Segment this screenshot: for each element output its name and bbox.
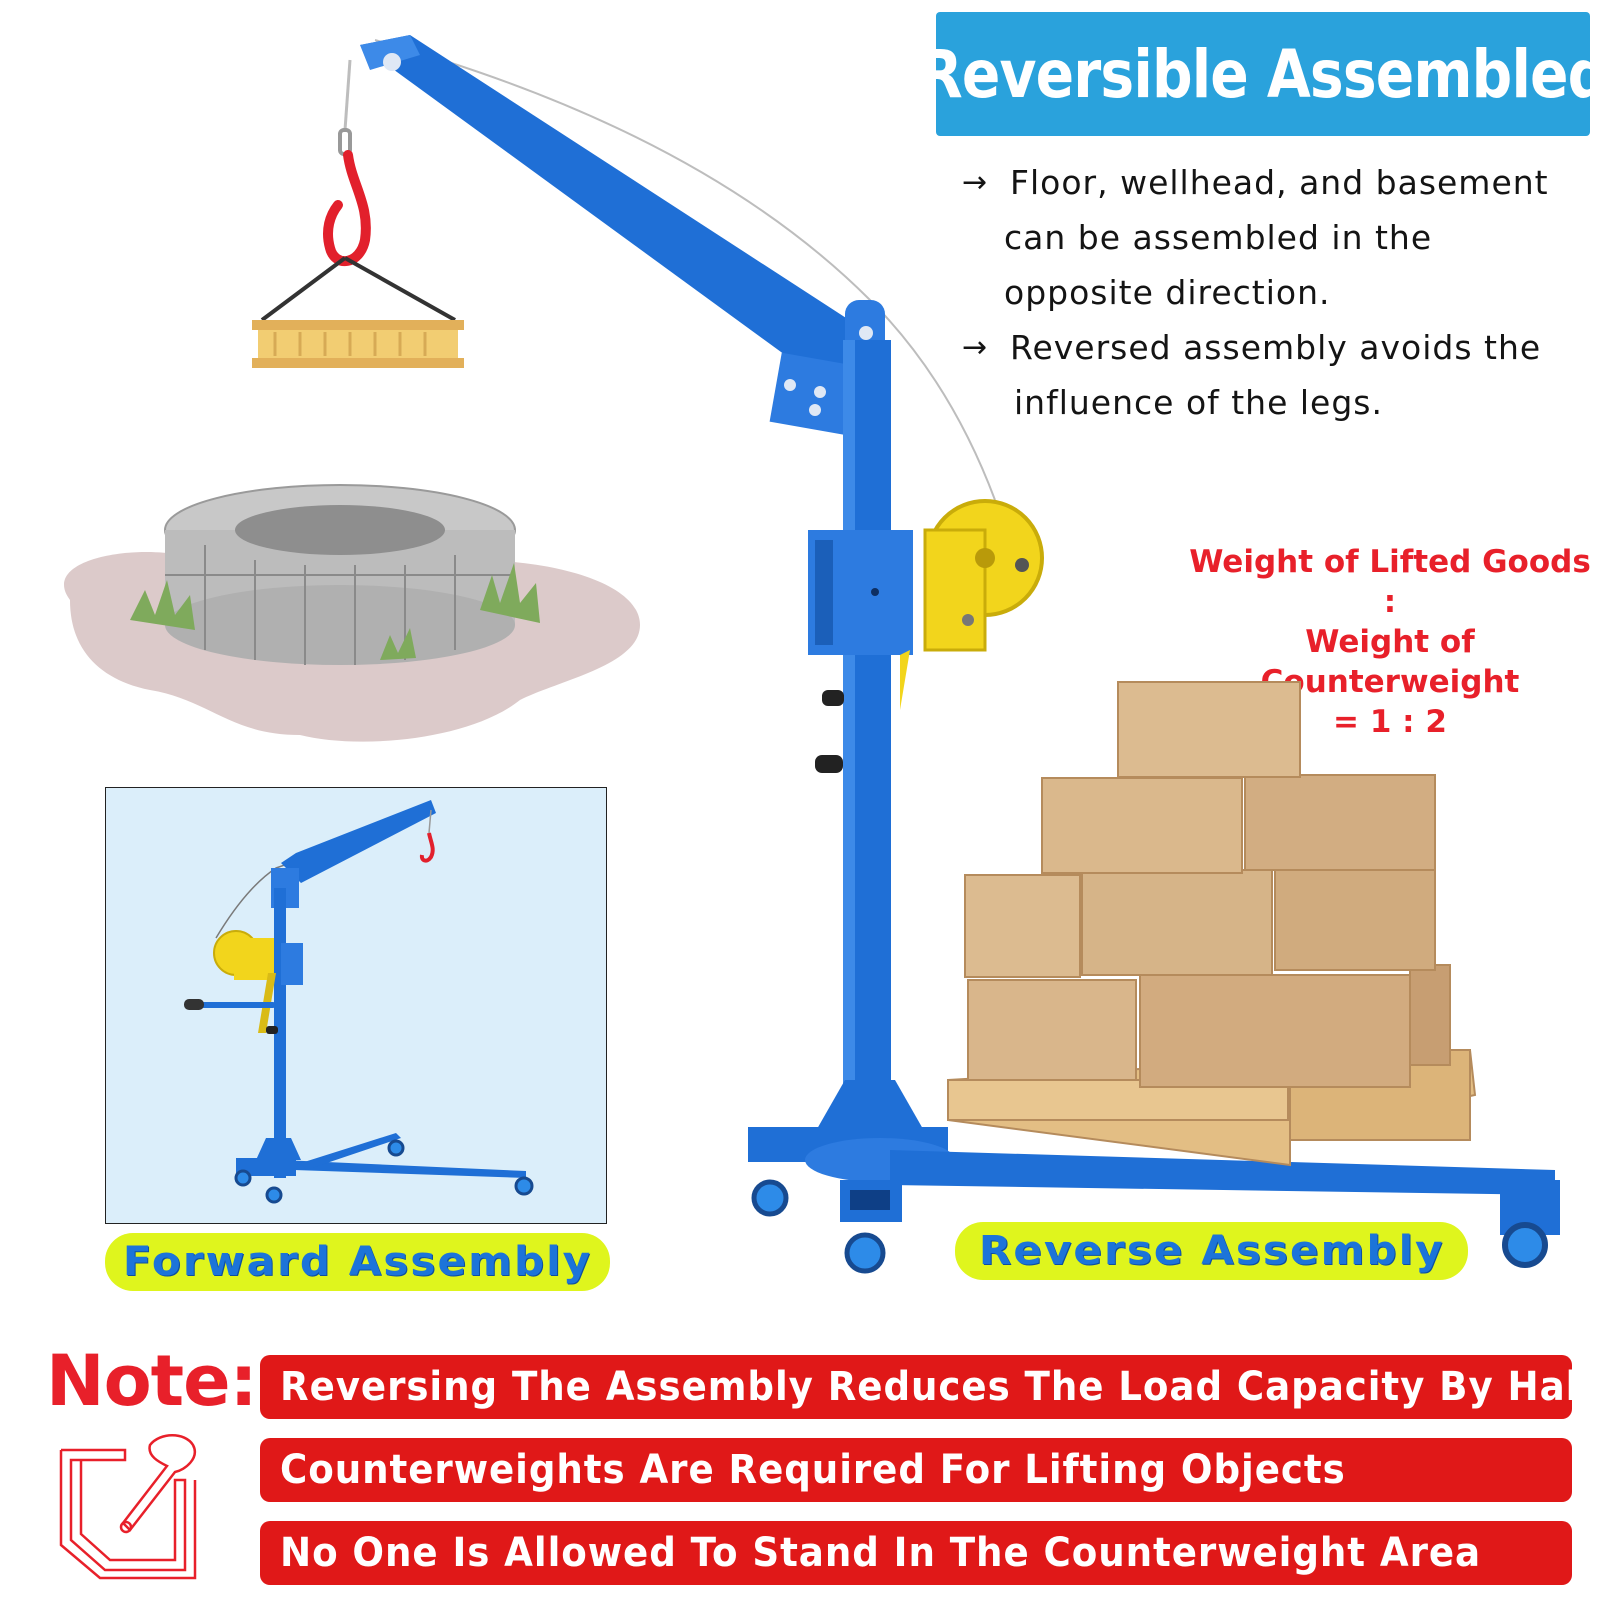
ratio-line-lifted: Weight of Lifted Goods	[1189, 544, 1591, 580]
bullet-text: Reversed assembly avoids the	[1010, 328, 1542, 367]
reverse-crane	[343, 35, 1560, 1274]
note-item: Counterweights Are Required For Lifting …	[260, 1438, 1572, 1502]
forward-assembly-photo	[105, 787, 607, 1224]
page-title: Reversible Assembled	[918, 35, 1600, 113]
bullet-item: → Reversed assembly avoids the influence…	[962, 320, 1592, 430]
note-heading: Note:	[46, 1340, 258, 1422]
ratio-line-counterweight: Weight of Counterweight	[1260, 624, 1520, 700]
crane-illustration	[64, 35, 1560, 1274]
counterweight-warning-icon	[59, 1434, 197, 1580]
title-banner: Reversible Assembled	[919, 12, 1600, 136]
forward-crane-icon	[184, 800, 534, 1204]
reverse-assembly-label: Reverse Assembly	[955, 1222, 1468, 1280]
forward-assembly-label: Forward Assembly	[105, 1233, 610, 1291]
feature-list: → Floor, wellhead, and basement can be a…	[962, 155, 1592, 430]
well-icon	[64, 484, 640, 742]
note-text: Reversing The Assembly Reduces The Load …	[280, 1364, 1597, 1410]
bullet-text: influence of the legs.	[1014, 383, 1383, 422]
bullet-item: → Floor, wellhead, and basement can be a…	[962, 155, 1592, 320]
hook-load-icon	[252, 128, 464, 368]
arrow-icon: →	[962, 330, 989, 365]
counterweight-boxes	[947, 681, 1477, 1167]
weight-ratio: Weight of Lifted Goods : Weight of Count…	[1180, 542, 1600, 742]
forward-assembly-text: Forward Assembly	[122, 1239, 593, 1285]
bullet-text: opposite direction.	[1004, 273, 1331, 312]
ratio-separator: :	[1383, 584, 1397, 620]
reverse-assembly-text: Reverse Assembly	[978, 1228, 1445, 1274]
ratio-value: = 1 : 2	[1333, 704, 1447, 740]
note-item: Reversing The Assembly Reduces The Load …	[260, 1355, 1595, 1419]
note-text: No One Is Allowed To Stand In The Counte…	[280, 1530, 1482, 1576]
bullet-text: Floor, wellhead, and basement	[1010, 163, 1549, 202]
bullet-text: can be assembled in the	[1004, 218, 1433, 257]
note-text: Counterweights Are Required For Lifting …	[280, 1447, 1346, 1493]
arrow-icon: →	[962, 165, 989, 200]
note-item: No One Is Allowed To Stand In The Counte…	[260, 1521, 1572, 1585]
